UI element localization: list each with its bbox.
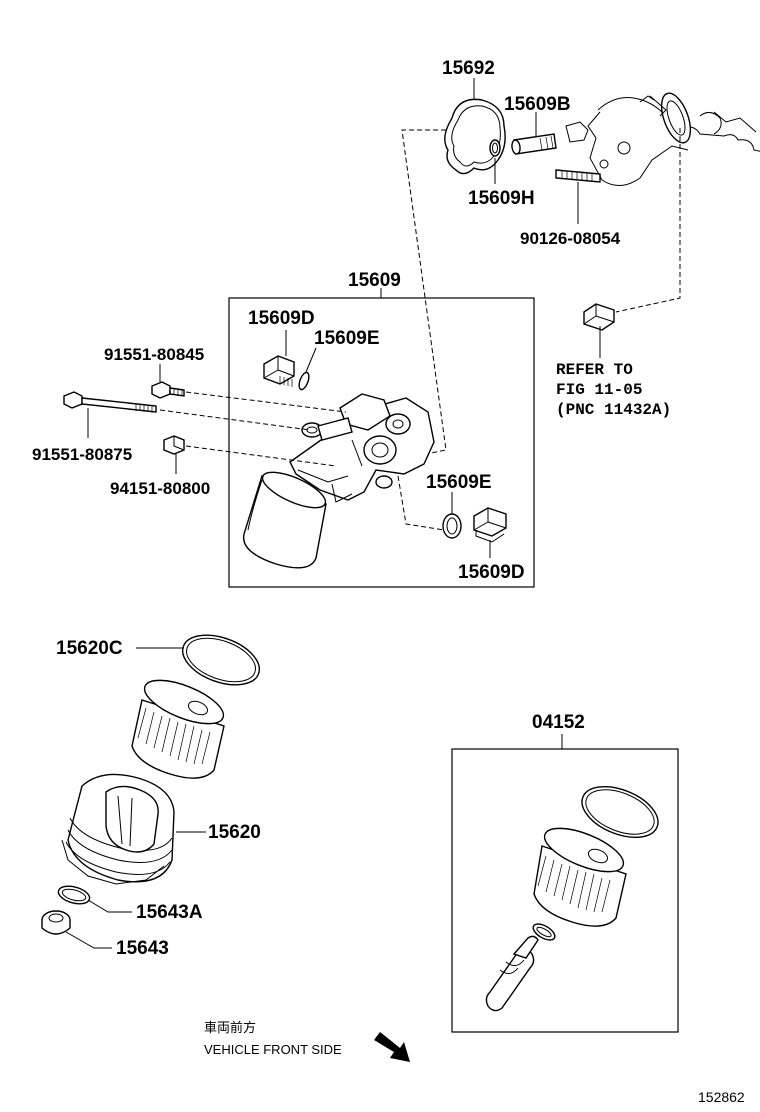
label-90126-08054: 90126-08054: [520, 229, 621, 248]
bolt-91551-80845: [151, 364, 185, 399]
stud-90126: [555, 169, 601, 224]
label-15643A: 15643A: [136, 902, 203, 923]
filter-cap-15620: [61, 773, 206, 885]
drain-plug-15643: [41, 910, 112, 949]
bolt-91551-80875: [63, 391, 157, 438]
front-side-japanese: 車両前方: [204, 1020, 256, 1035]
label-15692: 15692: [442, 58, 495, 79]
label-15609: 15609: [348, 270, 401, 291]
filter-canister: [242, 471, 327, 569]
oring-15609H: [489, 139, 501, 184]
guide-line-right: [615, 128, 681, 313]
washer-15609E-bottom: [442, 492, 462, 539]
label-94151-80800: 94151-80800: [110, 479, 210, 498]
refer-plug: [583, 303, 615, 358]
kit-filter-element: [533, 827, 627, 927]
guide-line-left: [401, 129, 447, 455]
engine-block-outline: [565, 92, 760, 186]
label-04152: 04152: [532, 712, 585, 733]
front-arrow-icon: [374, 1032, 410, 1062]
label-15609D-top: 15609D: [248, 308, 315, 329]
label-15609B: 15609B: [504, 94, 571, 115]
label-15609H: 15609H: [468, 188, 535, 209]
label-15643: 15643: [116, 938, 169, 959]
kit-box-04152: [451, 748, 679, 1033]
label-15620: 15620: [208, 822, 261, 843]
guide-drain: [397, 475, 445, 531]
filter-bracket-body: [289, 393, 435, 503]
union-94151: [163, 435, 185, 474]
guide-union: [185, 445, 337, 467]
figure-number: 152862: [698, 1089, 745, 1105]
kit-oring-small: [532, 923, 556, 941]
kit-drain-pipe: [485, 935, 539, 1012]
label-15609E-top: 15609E: [314, 328, 380, 349]
pin-15609B: [511, 112, 557, 155]
label-15609D-bottom: 15609D: [458, 562, 525, 583]
refer-line-2: FIG 11-05: [556, 381, 642, 399]
label-15609E-bottom: 15609E: [426, 472, 492, 493]
kit-oring-large: [581, 785, 659, 839]
label-15620C: 15620C: [56, 638, 123, 659]
refer-line-3: (PNC 11432A): [556, 401, 671, 419]
guide-bolt-short: [185, 391, 347, 413]
oring-15620C: [136, 634, 261, 686]
label-91551-80845: 91551-80845: [104, 345, 204, 364]
front-side-english: VEHICLE FRONT SIDE: [204, 1042, 342, 1057]
plug-15609D-top: [263, 330, 295, 387]
refer-line-1: REFER TO: [556, 361, 633, 379]
guide-bolt-long: [159, 409, 311, 431]
label-91551-80875: 91551-80875: [32, 445, 132, 464]
plug-15609D-bottom: [473, 507, 507, 558]
washer-15609E-top: [298, 347, 317, 391]
filter-element: [131, 679, 225, 779]
gasket-15692: [444, 78, 506, 175]
oring-15643A: [57, 885, 132, 913]
